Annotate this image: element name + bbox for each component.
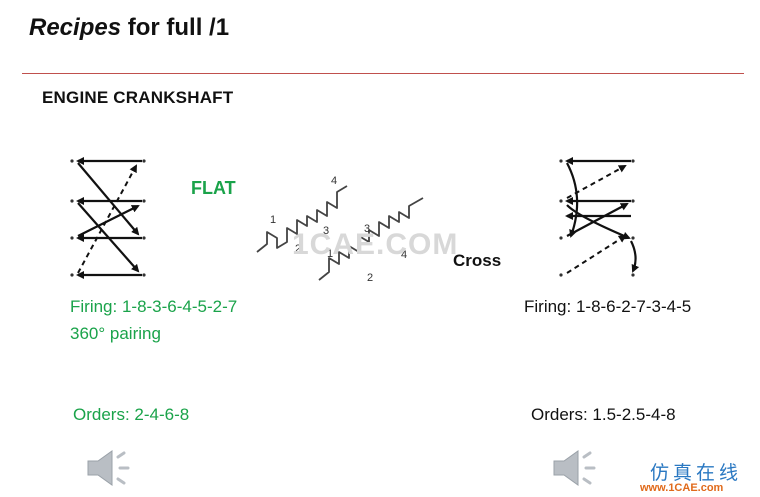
flat-crank-label-1: 1 [270, 214, 276, 226]
flat-pairing: 360° pairing [70, 324, 161, 343]
cross-firing-diagram [559, 157, 640, 277]
speaker-icon[interactable] [552, 447, 604, 489]
flat-label: FLAT [191, 178, 236, 198]
flat-firing-order: Firing: 1-8-3-6-4-5-2-7 [70, 297, 238, 316]
speaker-icon[interactable] [86, 447, 138, 489]
watermark-logo-text: 仿真在线 [650, 462, 743, 484]
title-divider [22, 73, 744, 74]
watermark-url: www.1CAE.com [640, 482, 724, 494]
cross-crank-label-2: 2 [367, 272, 373, 284]
cross-orders: Orders: 1.5-2.5-4-8 [531, 405, 676, 424]
flat-firing-diagram [70, 157, 146, 279]
cross-crank-label-3: 3 [364, 223, 370, 235]
cross-crank-label-4: 4 [401, 249, 407, 261]
slide-title: Recipes for full /1 [29, 14, 229, 42]
slide-title-rest: for full /1 [127, 14, 230, 41]
cross-firing-order: Firing: 1-8-6-2-7-3-4-5 [524, 297, 692, 316]
flat-crank-label-2: 2 [295, 243, 301, 255]
crankshaft-sketch: 1 2 3 4 1 2 3 4 [256, 175, 424, 284]
cross-crank-label-1: 1 [327, 248, 333, 260]
cross-label: Cross [453, 251, 502, 270]
slide-title-emphasis: Recipes [29, 14, 122, 41]
flat-orders: Orders: 2-4-6-8 [73, 405, 190, 424]
crank-watermark: 1CAE.COM [292, 228, 459, 261]
flat-crank-label-3: 3 [323, 225, 329, 237]
section-heading: ENGINE CRANKSHAFT [42, 88, 234, 107]
flat-crank-label-4: 4 [331, 175, 337, 187]
